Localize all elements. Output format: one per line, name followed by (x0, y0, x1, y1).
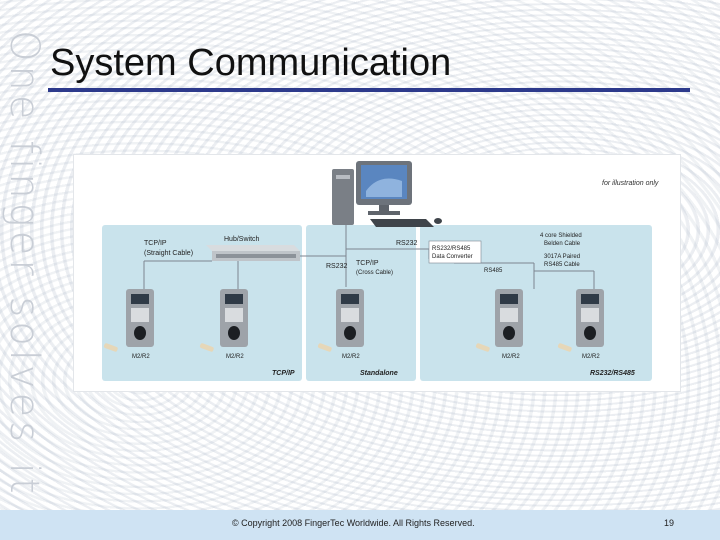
slide-title: System Communication (50, 42, 452, 84)
tcpip-straight-label-1: TCP/IP (144, 240, 167, 247)
device-label-2: M2/R2 (226, 354, 244, 360)
terminal-device-3 (317, 289, 364, 352)
device-label-3: M2/R2 (342, 354, 360, 360)
tcpip-cross-label-2: (Cross Cable) (356, 270, 393, 276)
terminal-device-1 (103, 289, 154, 352)
data-converter-box (428, 240, 482, 264)
converter-label-1: RS232/RS485 (432, 246, 471, 252)
page-number: 19 (664, 518, 675, 528)
copyright-text: © Copyright 2008 FingerTec Worldwide. Al… (232, 518, 475, 528)
terminal-device-2 (199, 289, 248, 352)
cable2-label-1: 3017A Paired (544, 254, 580, 260)
footer-bar (0, 510, 720, 540)
device-label-5: M2/R2 (582, 354, 600, 360)
rs232-left-label: RS232 (326, 263, 348, 270)
section-label-rs: RS232/RS485 (590, 370, 635, 377)
system-diagram: for illustration only Hub/Switch (73, 154, 681, 392)
cable2-label-2: RS485 Cable (544, 262, 580, 268)
cable1-label-1: 4 core Shielded (540, 233, 582, 239)
section-label-standalone: Standalone (360, 370, 398, 377)
device-label-4: M2/R2 (502, 354, 520, 360)
hub-switch-icon (206, 245, 300, 261)
illustration-note: for illustration only (602, 180, 659, 187)
watermark-slogan: One finger solves it all (0, 30, 47, 498)
hub-label: Hub/Switch (224, 236, 260, 243)
terminal-device-4 (475, 289, 523, 352)
tcpip-straight-label-2: (Straight Cable) (144, 250, 193, 257)
rs232-top-label: RS232 (396, 240, 418, 247)
rs485-label: RS485 (484, 268, 503, 274)
computer-icon (332, 161, 442, 227)
tcpip-cross-label-1: TCP/IP (356, 260, 379, 267)
cable1-label-2: Belden Cable (544, 241, 581, 247)
title-underline (48, 88, 690, 92)
section-label-tcpip: TCP/IP (272, 370, 295, 377)
terminal-device-5 (557, 289, 604, 352)
converter-label-2: Data Converter (432, 254, 473, 260)
device-label-1: M2/R2 (132, 354, 150, 360)
